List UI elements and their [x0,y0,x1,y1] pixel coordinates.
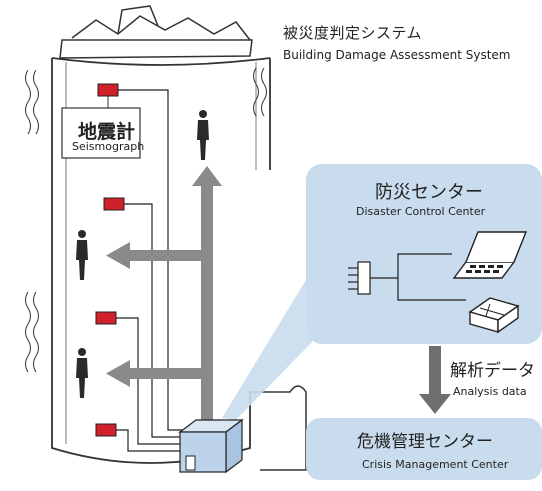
hub-icon [357,261,371,295]
seismograph-label-jp: 地震計 [78,121,136,143]
device-icon [468,297,520,334]
disaster-center-label-jp: 防災センター [375,182,483,203]
building [51,5,307,471]
laptop-icon [452,231,528,279]
data-beam [222,270,312,420]
seismometer-sensor [103,197,125,211]
seismograph-label-box [61,107,141,159]
shake-lines [24,67,268,373]
crisis-center-panel [306,418,542,480]
seismometer-sensor [95,311,117,325]
alert-arrows [106,166,222,424]
analysis-arrow [419,346,451,414]
analysis-label-en: Analysis data [453,385,527,398]
person-icons [76,110,209,398]
system-title-jp: 被災度判定システム [283,24,423,42]
data-server-box [178,418,244,474]
network-diagram [348,231,528,334]
disaster-center-label-en: Disaster Control Center [356,205,486,218]
crisis-center-label-en: Crisis Management Center [362,458,509,471]
seismometer-sensor [97,83,119,97]
crisis-center-label-jp: 危機管理センター [357,432,493,452]
system-title-en: Building Damage Assessment System [283,48,511,62]
analysis-label-jp: 解析データ [450,361,535,381]
seismometer-sensor [95,423,117,437]
seismograph-label-en: Seismograph [72,140,145,153]
seismometers [95,83,125,437]
